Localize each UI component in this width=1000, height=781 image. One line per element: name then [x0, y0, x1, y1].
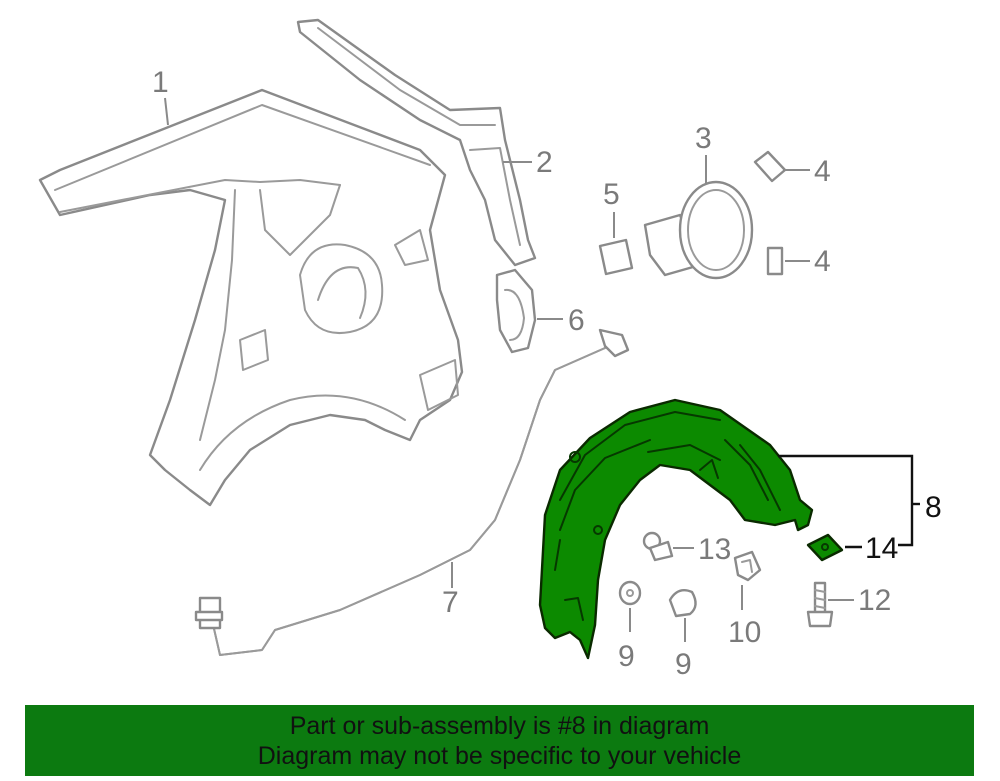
info-banner: Part or sub-assembly is #8 in diagram Di…: [25, 705, 974, 776]
leader-1: [164, 97, 169, 126]
fuel-door-part: [643, 180, 754, 280]
callout-12: 12: [858, 584, 891, 617]
label-part: [598, 238, 634, 276]
clip-part-upper: [753, 150, 787, 183]
callout-13: 13: [698, 533, 731, 566]
push-pin-part: [642, 531, 674, 562]
leader-8: [778, 454, 914, 547]
banner-line-disclaimer: Diagram may not be specific to your vehi…: [257, 742, 742, 770]
clip-part-lower: [766, 246, 784, 276]
callout-4b: 4: [814, 245, 831, 278]
callout-6: 6: [568, 304, 585, 337]
callout-8: 8: [925, 491, 942, 524]
callout-5: 5: [603, 178, 620, 211]
wheel-liner-part: [538, 398, 814, 660]
plug-part: [668, 589, 697, 618]
callout-14: 14: [865, 532, 898, 565]
retainer-clip-part: [733, 550, 762, 582]
callout-9: 9: [675, 648, 692, 681]
parts-diagram: 1 2 3 4 4 5 6 7: [38, 18, 942, 681]
callout-3: 3: [695, 122, 712, 155]
banner-line-part-number: Part or sub-assembly is #8 in diagram: [289, 712, 710, 740]
release-cable-part: [194, 328, 630, 656]
inner-rail-part: [296, 18, 537, 267]
callout-4a: 4: [814, 155, 831, 188]
callout-7: 7: [442, 586, 459, 619]
callout-11: 10: [728, 616, 761, 649]
washer-part: [618, 580, 642, 606]
fuel-housing-part: [495, 268, 537, 354]
callout-1: 1: [152, 66, 169, 99]
callout-10: 9: [618, 640, 635, 673]
nut-part: [806, 533, 844, 562]
bolt-part: [806, 581, 834, 628]
quarter-panel-part: [38, 88, 464, 507]
callout-2: 2: [536, 146, 553, 179]
